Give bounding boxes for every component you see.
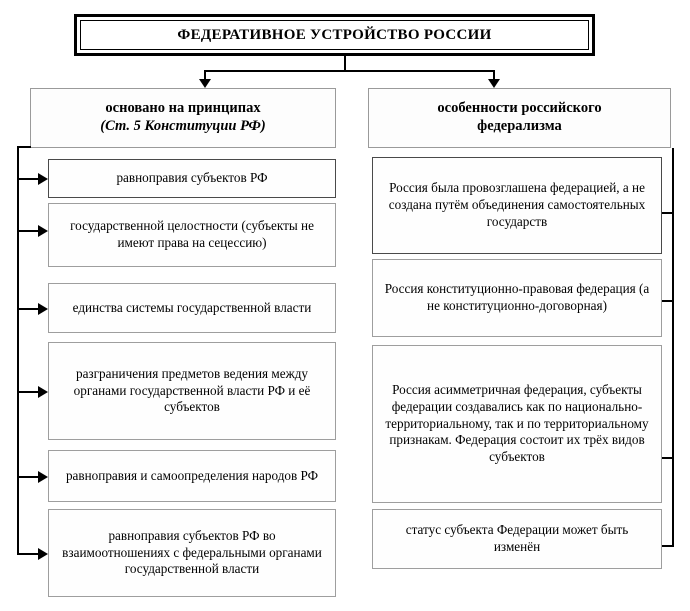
left-item-text-1: равноправия субъектов РФ (116, 170, 268, 186)
right-item-box-1: Россия была провозглашена федерацией, а … (372, 157, 662, 254)
left-header-line-1: основано на принципах (105, 100, 261, 117)
right-header-line-1: особенности российского (437, 100, 602, 117)
left-header-line-2: (Ст. 5 Конституции РФ) (100, 118, 266, 134)
left-item-box-4: разграничения предметов ведения между ор… (48, 342, 336, 440)
right-item-text-2: Россия конституционно-правовая федерация… (384, 281, 650, 313)
connector-to-left-header (204, 70, 206, 80)
left-item-box-3: единства системы государственной власти (48, 283, 336, 333)
arrow-right-item-5-icon (38, 471, 48, 483)
diagram-title-inner-frame: ФЕДЕРАТИВНОЕ УСТРОЙСТВО РОССИИ (80, 20, 589, 50)
page-title: ФЕДЕРАТИВНОЕ УСТРОЙСТВО РОССИИ (177, 26, 492, 43)
right-item-text-4: статус субъекта Федерации может быть изм… (405, 522, 629, 554)
left-branch-line-3 (17, 308, 39, 310)
right-branch-line-3 (652, 457, 674, 459)
left-branch-line-5 (17, 476, 39, 478)
arrow-right-item-2-icon (38, 225, 48, 237)
connector-to-right-header (493, 70, 495, 80)
arrow-right-item-4-icon (38, 386, 48, 398)
left-branch-line-4 (17, 391, 39, 393)
left-branch-line-6 (17, 553, 39, 555)
right-branch-line-4 (652, 545, 674, 547)
left-item-box-2: государственной целостности (субъекты не… (48, 203, 336, 267)
left-branch-line-1 (17, 178, 39, 180)
arrow-right-item-6-icon (38, 548, 48, 560)
left-item-text-5: равноправия и самоопределения народов РФ (65, 467, 319, 483)
left-column-header: основано на принципах (Ст. 5 Конституции… (30, 88, 336, 148)
right-column-header: особенности российского федерализма (368, 88, 671, 148)
right-item-box-4: статус субъекта Федерации может быть изм… (372, 509, 662, 569)
right-branch-line-2 (652, 300, 674, 302)
arrow-right-item-1-icon (38, 173, 48, 185)
connector-title-crossbar (205, 70, 495, 72)
arrow-right-item-3-icon (38, 303, 48, 315)
left-item-box-6: равноправия субъектов РФ во взаимоотноше… (48, 509, 336, 597)
right-branch-line-1 (652, 212, 674, 214)
right-header-line-2: федерализма (477, 118, 562, 134)
right-item-box-2: Россия конституционно-правовая федерация… (372, 259, 662, 337)
right-item-box-3: Россия асимметричная федерация, субъекты… (372, 345, 662, 503)
left-item-text-6: равноправия субъектов РФ во взаимоотноше… (62, 527, 322, 577)
right-trunk-line (672, 148, 674, 546)
left-item-box-5: равноправия и самоопределения народов РФ (48, 450, 336, 502)
diagram-title-box: ФЕДЕРАТИВНОЕ УСТРОЙСТВО РОССИИ (74, 14, 595, 56)
arrow-down-left-header-icon (199, 79, 211, 88)
left-item-box-1: равноправия субъектов РФ (48, 159, 336, 198)
connector-title-stem (344, 56, 346, 71)
left-item-text-3: единства системы государственной власти (72, 299, 312, 315)
right-item-text-1: Россия была провозглашена федерацией, а … (388, 180, 646, 229)
left-branch-line-2 (17, 230, 39, 232)
left-item-text-4: разграничения предметов ведения между ор… (73, 365, 311, 415)
right-item-text-3: Россия асимметричная федерация, субъекты… (385, 381, 649, 465)
left-trunk-top-link (17, 146, 31, 148)
arrow-down-right-header-icon (488, 79, 500, 88)
left-item-text-2: государственной целостности (субъекты не… (70, 218, 314, 250)
left-trunk-line (17, 148, 19, 555)
